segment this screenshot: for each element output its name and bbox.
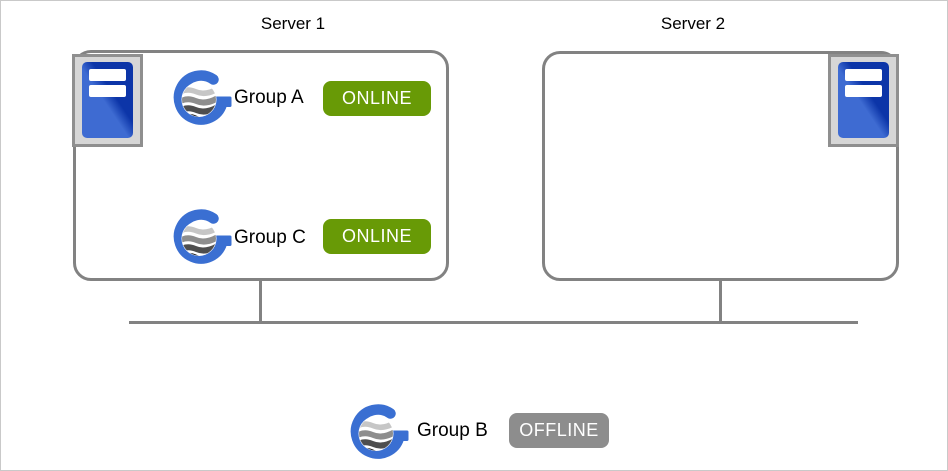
group-c-label: Group C xyxy=(234,227,306,248)
server2-connector-line xyxy=(719,279,722,324)
group-a-status-badge: ONLINE xyxy=(323,81,431,116)
server1-title: Server 1 xyxy=(260,14,326,33)
server2-title: Server 2 xyxy=(660,14,726,33)
group-globe-icon xyxy=(172,207,232,267)
group-globe-icon xyxy=(172,68,232,128)
group-b-label: Group B xyxy=(417,420,488,441)
server-tower-icon xyxy=(72,54,143,147)
server1-connector-line xyxy=(259,279,262,324)
group-c-status-badge: ONLINE xyxy=(323,219,431,254)
network-bus-line xyxy=(129,321,858,324)
group-b-status-badge: OFFLINE xyxy=(509,413,609,448)
group-globe-icon xyxy=(349,402,409,462)
server-tower-icon xyxy=(828,54,899,147)
group-a-label: Group A xyxy=(234,87,304,108)
